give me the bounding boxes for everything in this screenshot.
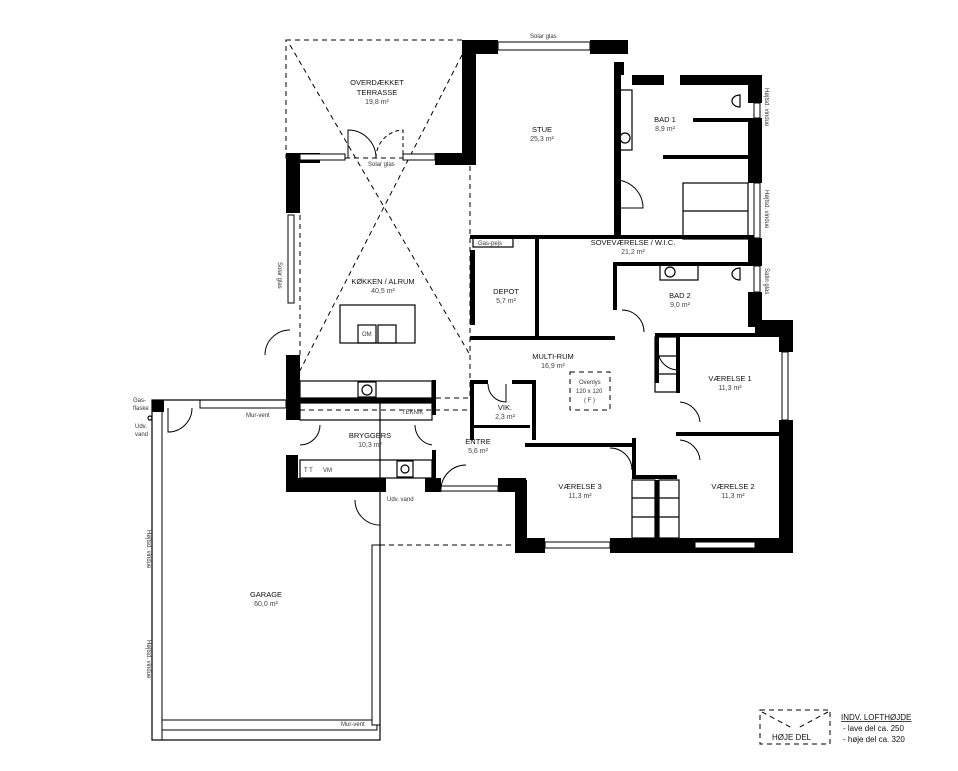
- label-ovenlys-3: ( F ): [584, 398, 595, 404]
- room-area-kokken: 40,5 m²: [371, 288, 395, 295]
- room-area-entre: 5,6 m²: [468, 448, 489, 455]
- label-mur-vent-garage: Mur-vent: [341, 722, 365, 728]
- label-hojtsd-vindue-sove: Højtsd. vindue: [763, 190, 769, 229]
- walls: [286, 40, 793, 553]
- label-solar-glas-terrace: Solar glas: [368, 162, 395, 168]
- room-name-sove: SOVEVÆRELSE / W.I.C.: [591, 238, 676, 247]
- room-name-multirum: MULTI-RUM: [532, 352, 574, 361]
- room-name-vaerelse1: VÆRELSE 1: [708, 374, 751, 383]
- legend-title: INDV. LOFTHØJDE: [841, 713, 911, 722]
- room-area-multirum: 16,9 m²: [541, 363, 565, 370]
- label-mur-vent-top: Mur-vent: [246, 413, 270, 419]
- room-area-vaerelse2: 11,3 m²: [721, 493, 745, 500]
- room-name-vaerelse2: VÆRELSE 2: [711, 482, 754, 491]
- room-name-bad1: BAD 1: [654, 115, 676, 124]
- room-name-garage: GARAGE: [250, 590, 282, 599]
- label-om: OM: [362, 332, 372, 338]
- garage-outline: [151, 399, 381, 741]
- label-gas-pejs: Gas-pejs: [478, 241, 502, 247]
- room-name-terrasse-2: TERRASSE: [357, 88, 397, 97]
- label-ovenlys-2: 120 x 120: [576, 389, 603, 395]
- room-area-stue: 25,3 m²: [530, 136, 554, 143]
- fixtures: [147, 89, 749, 539]
- annotations: Solar glas Solar glas Solar glas Højtsd.…: [133, 34, 769, 728]
- label-udv-vand-left-2: vand: [135, 432, 148, 438]
- label-ovenlys-1: Ovenlys: [579, 380, 601, 386]
- room-name-vaerelse3: VÆRELSE 3: [558, 482, 601, 491]
- room-name-bad2: BAD 2: [669, 291, 691, 300]
- room-name-kokken: KØKKEN / ALRUM: [351, 277, 414, 286]
- label-udv-vand-left-1: Udv.: [135, 424, 147, 430]
- legend-line-1: - lave del ca. 250: [843, 724, 904, 733]
- label-garage-vindue-1: Højtsd. vindue: [145, 530, 151, 569]
- room-area-vik: 2,3 m²: [495, 414, 516, 421]
- doors[interactable]: [167, 129, 701, 526]
- windows: [151, 41, 789, 741]
- label-tt: T T: [304, 468, 313, 474]
- label-solar-glas-top: Solar glas: [530, 34, 557, 40]
- room-area-vaerelse3: 11,3 m²: [568, 493, 592, 500]
- label-vm: VM: [323, 468, 332, 474]
- room-name-bryggers: BRYGGERS: [349, 431, 391, 440]
- label-solar-glas-kitchen: Solar glas: [276, 262, 282, 289]
- legend: HØJE DEL INDV. LOFTHØJDE - lave del ca. …: [759, 709, 911, 745]
- room-area-bryggers: 10,3 m²: [358, 442, 382, 449]
- legend-line-2: - høje del ca. 320: [843, 735, 905, 744]
- room-area-garage: 60,0 m²: [254, 601, 278, 608]
- label-garage-vindue-2: Højtsd. vindue: [145, 640, 151, 679]
- room-name-stue: STUE: [532, 125, 552, 134]
- room-area-sove: 21,2 m²: [621, 249, 645, 256]
- room-name-entre: ENTRE: [465, 437, 490, 446]
- label-hojtsd-vindue-bad1: Højtsd. vindue: [763, 88, 769, 127]
- room-name-vik: VIK.: [498, 403, 512, 412]
- label-udv-vand-bottom: Udv. vand: [387, 497, 414, 503]
- room-area-vaerelse1: 11,3 m²: [718, 385, 742, 392]
- room-name-depot: DEPOT: [493, 287, 519, 296]
- room-area-terrasse: 19,8 m²: [365, 99, 389, 106]
- label-satin-glas: Satin glas: [763, 268, 769, 294]
- room-area-depot: 5,7 m²: [496, 298, 517, 305]
- legend-box-label: HØJE DEL: [772, 733, 812, 742]
- room-area-bad2: 9,0 m²: [670, 302, 691, 309]
- room-area-bad1: 8,9 m²: [655, 126, 676, 133]
- room-labels: OVERDÆKKET TERRASSE 19,8 m² STUE 25,3 m²…: [250, 78, 755, 608]
- room-name-terrasse: OVERDÆKKET: [350, 78, 404, 87]
- label-gasflaske-2: flaske: [133, 406, 149, 412]
- label-teknik: TEKNIK: [402, 410, 424, 416]
- label-gasflaske-1: Gas-: [133, 398, 146, 404]
